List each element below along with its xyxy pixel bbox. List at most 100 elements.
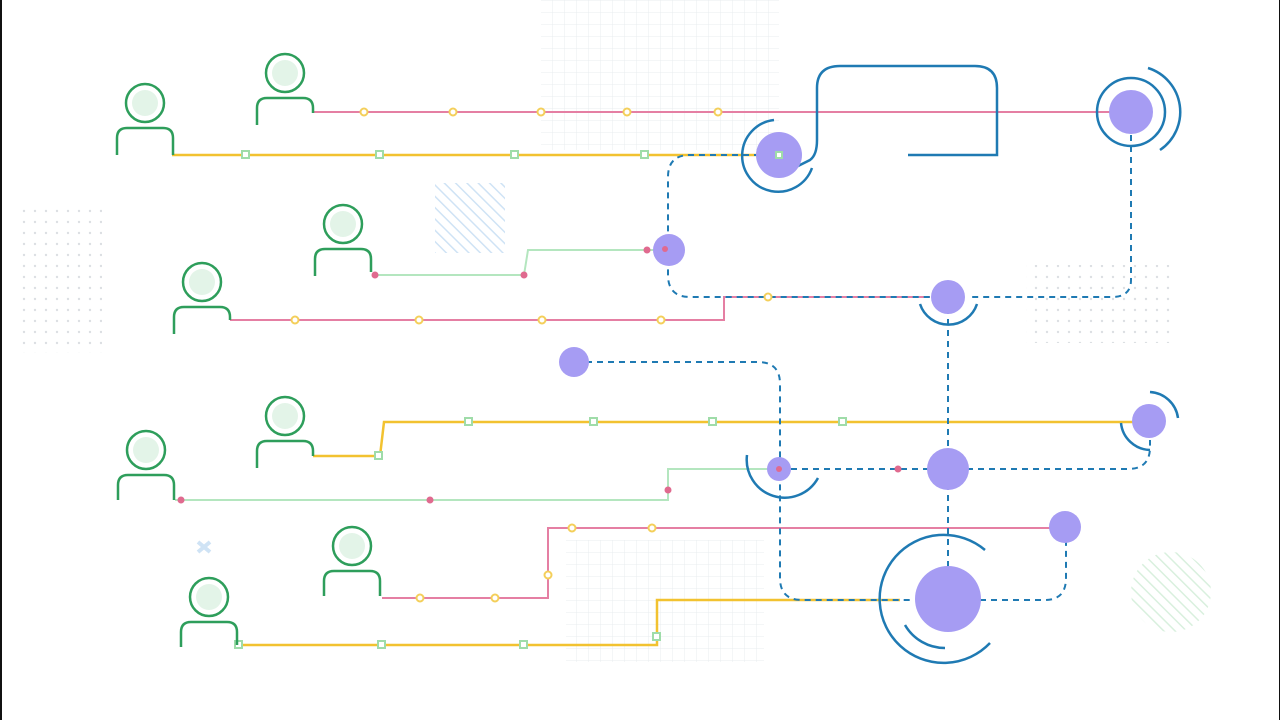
hub-node[interactable] — [559, 347, 589, 377]
marker — [537, 315, 547, 325]
hub-node[interactable] — [927, 448, 969, 490]
marker — [464, 417, 473, 426]
dashed-line-5 — [780, 440, 1151, 470]
hub-node[interactable] — [653, 234, 685, 266]
marker — [776, 466, 782, 472]
circle-node-icon — [1049, 511, 1081, 543]
hub-node[interactable] — [1119, 390, 1180, 452]
hub-node[interactable] — [1095, 66, 1182, 152]
dot-panel-right — [1026, 265, 1174, 343]
green-line-1 — [375, 249, 660, 276]
hub-ring — [745, 454, 820, 499]
marker — [647, 523, 657, 533]
person-outline-icon[interactable] — [115, 82, 175, 155]
marker — [371, 271, 379, 279]
hub-ring — [878, 533, 991, 665]
marker — [652, 632, 661, 641]
hatch-circle — [1131, 552, 1211, 632]
dashed-line-2 — [968, 135, 1132, 298]
pink-line-3 — [382, 527, 1062, 599]
person-outline-icon[interactable] — [313, 203, 373, 276]
marker — [519, 640, 528, 649]
marker — [490, 593, 500, 603]
blue-loop-line — [789, 64, 999, 172]
hub-node[interactable] — [745, 454, 820, 499]
marker — [290, 315, 300, 325]
marker — [763, 292, 773, 302]
hub-ring-outer — [1149, 390, 1180, 419]
marker — [708, 417, 717, 426]
dashed-line-4 — [575, 361, 912, 601]
marker — [377, 640, 386, 649]
pink-connections — [230, 111, 1110, 599]
person-outline-icon[interactable] — [255, 395, 315, 468]
marker — [656, 315, 666, 325]
circle-node-icon — [559, 347, 589, 377]
hub-ring — [1119, 422, 1151, 452]
circle-node-icon — [1132, 404, 1166, 438]
circle-node-icon — [927, 448, 969, 490]
marker — [177, 496, 185, 504]
yellow-line-2 — [313, 420, 1135, 458]
marker — [374, 451, 383, 460]
marker — [536, 107, 546, 117]
person-outline-icon[interactable] — [255, 52, 315, 125]
person-outline-icon[interactable] — [322, 525, 382, 596]
marker — [359, 107, 369, 117]
hatch-square — [435, 183, 505, 253]
marker — [520, 271, 528, 279]
marker — [375, 150, 384, 159]
hub-ring — [740, 118, 814, 194]
marker — [838, 417, 847, 426]
hub-node[interactable] — [1049, 511, 1081, 543]
hub-ring-inner — [903, 624, 946, 650]
background-decorations — [22, 0, 1211, 662]
marker — [622, 107, 632, 117]
yellow-markers — [290, 107, 773, 603]
green-connections — [175, 249, 775, 501]
person-outline-icon[interactable] — [116, 429, 176, 500]
marker — [664, 486, 672, 494]
marker — [426, 496, 434, 504]
marker — [713, 107, 723, 117]
marker — [643, 246, 651, 254]
hub-nodes — [559, 66, 1182, 665]
small-mark — [196, 540, 212, 554]
users — [115, 52, 382, 647]
green-line-2 — [175, 468, 775, 501]
marker — [414, 315, 424, 325]
dashed-line-1 — [667, 154, 948, 298]
circle-node-icon — [931, 280, 965, 314]
hub-node[interactable] — [740, 118, 814, 194]
pink-line-2 — [230, 296, 930, 321]
marker — [234, 640, 243, 649]
circle-node-icon — [653, 234, 685, 266]
circle-node-icon — [1109, 90, 1153, 134]
dashed-connections — [575, 135, 1151, 601]
marker — [662, 246, 668, 252]
hub-ring — [918, 303, 979, 326]
hub-node[interactable] — [918, 280, 979, 326]
marker — [510, 150, 519, 159]
marker — [589, 417, 598, 426]
marker — [567, 523, 577, 533]
marker — [415, 593, 425, 603]
pink-markers — [177, 246, 902, 504]
person-outline-icon[interactable] — [172, 261, 232, 334]
marker — [241, 150, 250, 159]
marker — [640, 150, 649, 159]
yellow-connections — [172, 153, 1135, 647]
marker — [775, 151, 783, 159]
green-markers — [234, 150, 847, 649]
hub-node[interactable] — [878, 533, 991, 665]
yellow-line-3 — [238, 598, 900, 647]
marker — [448, 107, 458, 117]
hub-ring — [1095, 76, 1167, 148]
marker — [894, 465, 902, 473]
marker — [543, 570, 553, 580]
circle-node-icon — [915, 566, 981, 632]
person-outline-icon[interactable] — [179, 576, 239, 647]
dot-panel-left — [22, 205, 102, 353]
